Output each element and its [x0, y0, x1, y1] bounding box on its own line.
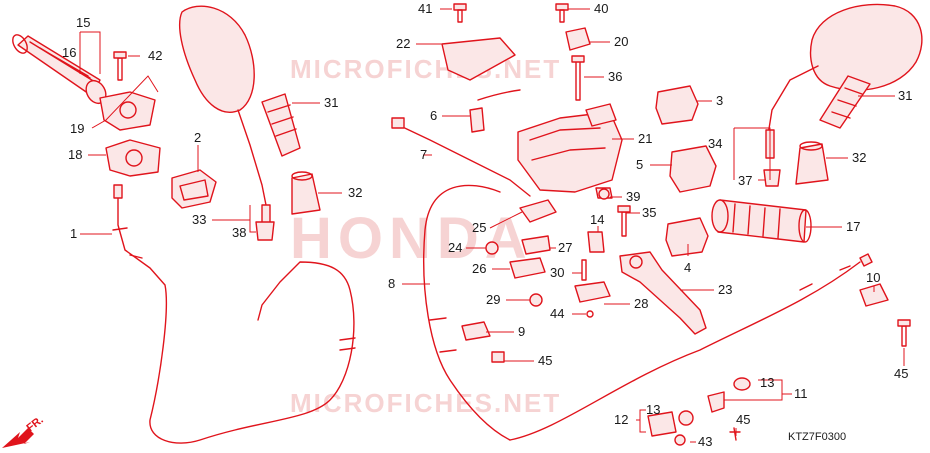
callout-18: 18 [68, 147, 82, 162]
switch-5-part [669, 145, 717, 193]
callout-45-right: 45 [894, 366, 908, 381]
callout-16: 16 [62, 45, 76, 60]
callout-31-left: 31 [324, 95, 338, 110]
callout-42: 42 [148, 48, 162, 63]
callout-32-right: 32 [852, 150, 866, 165]
diagram-code: KTZ7F0300 [788, 431, 846, 443]
callout-15: 15 [76, 15, 90, 30]
callout-29: 29 [486, 292, 500, 307]
switch-assembly-part [441, 37, 623, 193]
left-mirror-part [179, 5, 275, 241]
switch-3-part [655, 85, 699, 125]
callout-20: 20 [614, 34, 628, 49]
callout-34: 34 [708, 136, 722, 151]
cable-8-part [423, 184, 511, 441]
callout-44: 44 [550, 306, 564, 321]
callout-45-bottom: 45 [736, 412, 750, 427]
callout-37: 37 [738, 173, 752, 188]
callout-36: 36 [608, 69, 622, 84]
callout-7: 7 [420, 147, 427, 162]
callout-27: 27 [558, 240, 572, 255]
callout-5: 5 [636, 157, 643, 172]
callout-10: 10 [866, 270, 880, 285]
lower-housing-part [105, 139, 161, 177]
callout-labels: 15 16 42 19 18 2 1 33 38 31 32 41 22 40 … [62, 1, 912, 449]
callout-43: 43 [698, 434, 712, 449]
callout-35: 35 [642, 205, 656, 220]
throttle-housing-part [99, 91, 156, 131]
callout-13-left: 13 [646, 402, 660, 417]
callout-14: 14 [590, 212, 604, 227]
brake-lever-part [619, 251, 707, 335]
callout-13-right: 13 [760, 375, 774, 390]
leader-lines [79, 8, 905, 443]
callout-33: 33 [192, 212, 206, 227]
callout-2: 2 [194, 130, 201, 145]
rear-brake-cable-part [509, 253, 873, 441]
callout-3: 3 [716, 93, 723, 108]
callout-30: 30 [550, 265, 564, 280]
callout-31-right: 31 [898, 88, 912, 103]
callout-12: 12 [614, 412, 628, 427]
callout-39: 39 [626, 189, 640, 204]
callout-32-left: 32 [348, 185, 362, 200]
callout-38: 38 [232, 225, 246, 240]
watermark-middle: HONDA [290, 206, 533, 271]
screw-42-part [113, 51, 127, 81]
grip-cover-31-right-part [819, 75, 871, 129]
callout-23: 23 [718, 282, 732, 297]
callout-40: 40 [594, 1, 608, 16]
switch-2-part [171, 169, 217, 209]
watermark-bottom: MICROFICHES.NET [290, 388, 561, 418]
boot-32-right-part [795, 141, 829, 185]
throttle-cable-part [112, 184, 356, 444]
front-arrow-icon: FR. [2, 414, 46, 448]
grip-cover-31-left-part [261, 93, 301, 157]
callout-25: 25 [472, 220, 486, 235]
callout-11: 11 [794, 386, 808, 401]
callout-9: 9 [518, 324, 525, 339]
callout-1: 1 [70, 226, 77, 241]
callout-24: 24 [448, 240, 462, 255]
callout-4: 4 [684, 260, 691, 275]
switch-4-part [665, 217, 709, 257]
cable-7-part [391, 117, 531, 197]
callout-17: 17 [846, 219, 860, 234]
caps-part [598, 188, 610, 200]
right-mirror-part [763, 3, 923, 187]
callout-19: 19 [70, 121, 84, 136]
bolts-top-part [453, 3, 591, 101]
small-center-parts [485, 187, 631, 318]
callout-21: 21 [638, 131, 652, 146]
callout-6: 6 [430, 108, 437, 123]
callout-22: 22 [396, 36, 410, 51]
watermark-top: MICROFICHES.NET [290, 54, 561, 84]
callout-45-center: 45 [538, 353, 552, 368]
boot-32-left-part [291, 171, 321, 215]
callout-26: 26 [472, 261, 486, 276]
callout-8: 8 [388, 276, 395, 291]
left-grip-part [12, 34, 107, 105]
right-grip-part [711, 199, 812, 243]
lower-small-parts [461, 283, 911, 446]
callout-41: 41 [418, 1, 432, 16]
callout-28: 28 [634, 296, 648, 311]
